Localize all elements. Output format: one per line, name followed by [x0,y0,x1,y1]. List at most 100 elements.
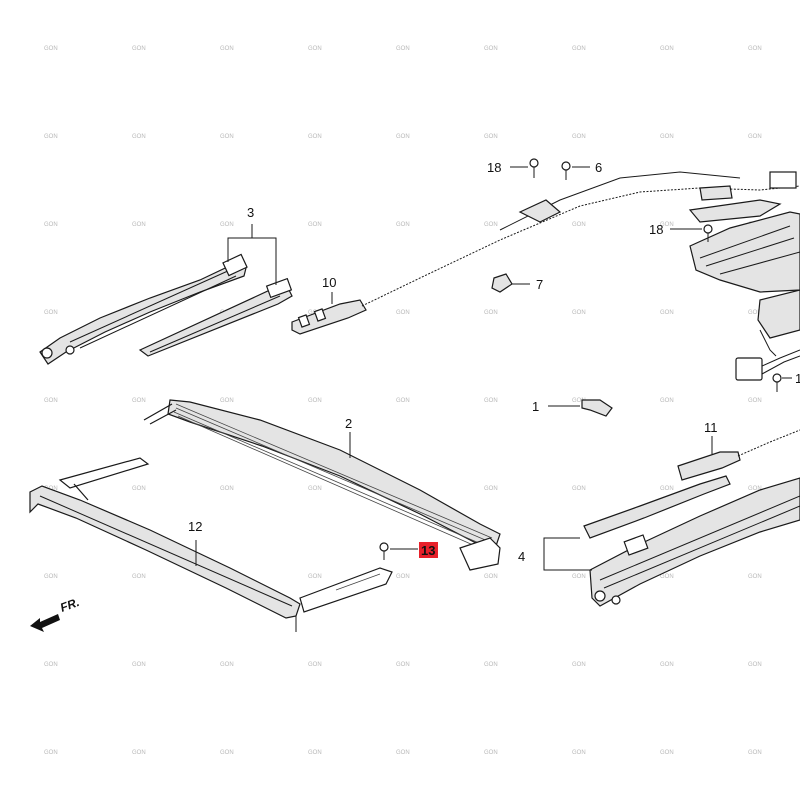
watermark-text: GON [660,310,674,316]
watermark-text: GON [220,750,234,756]
watermark-text: GON [484,662,498,668]
watermark-text: GON [132,46,146,52]
front-direction-arrow [30,614,60,632]
watermark-text: GON [308,398,322,404]
watermark-text: GON [220,398,234,404]
watermark-text: GON [572,398,586,404]
watermark-text: GON [484,486,498,492]
watermark-text: GON [396,750,410,756]
watermark-text: GON [484,222,498,228]
watermark-text: GON [660,398,674,404]
watermark-text: GON [44,46,58,52]
watermark-text: GON [220,486,234,492]
watermark-text: GON [132,486,146,492]
watermark-text: GON [396,574,410,580]
watermark-text: GON [660,134,674,140]
watermark-text: GON [572,486,586,492]
watermark-text: GON [308,662,322,668]
part-7-grommet [491,273,530,293]
part-18-screw-right [670,224,713,242]
part-1-clip [548,399,613,417]
watermark-text: GON [572,662,586,668]
watermark-text: GON [132,574,146,580]
watermark-text: GON [748,134,762,140]
part-18-screw-top [510,158,539,178]
watermark-text: GON [572,574,586,580]
watermark-text: GON [660,574,674,580]
watermark-text: GON [396,662,410,668]
watermark-text: GON [44,222,58,228]
watermark-text: GON [44,134,58,140]
watermark-text: GON [660,750,674,756]
watermark-text: GON [308,46,322,52]
watermark-text: GON [44,398,58,404]
part-label-18-top: 18 [487,160,501,175]
watermark-text: GON [132,750,146,756]
motor-bracket-assembly [688,171,800,392]
part-13-highlight [419,542,438,558]
watermark-text: GON [660,662,674,668]
watermark-text: GON [132,398,146,404]
part-label-18-right: 18 [649,222,663,237]
part-label-7: 7 [536,277,543,292]
watermark-text: GON [748,398,762,404]
watermark-text: GON [44,662,58,668]
watermark-text: GON [308,750,322,756]
front-direction-label: FR. [58,595,81,615]
watermark-text: GON [396,398,410,404]
part-3-guide-rail-assembly [39,224,293,365]
watermark-text: GON [308,486,322,492]
watermark-text: GON [396,222,410,228]
watermark-text: GON [572,310,586,316]
watermark-text: GON [396,310,410,316]
watermark-text: GON [484,310,498,316]
watermark-text: GON [220,222,234,228]
watermark-text: GON [572,750,586,756]
watermark-text: GON [748,662,762,668]
watermark-text: GON [220,46,234,52]
watermark-text: GON [132,662,146,668]
drive-cable [361,171,800,307]
watermark-text: GON [748,574,762,580]
watermark-text: GON [748,46,762,52]
watermark-text: GON [308,222,322,228]
part-4-guide-rail-assembly [543,475,800,607]
part-label-13: 13 [421,543,435,558]
watermark-text: GON [484,574,498,580]
part-13-bolt [379,542,418,560]
watermark-text: GON [44,310,58,316]
part-label-12: 12 [188,519,202,534]
part-label-1: 1 [532,399,539,414]
watermark-text: GON [308,134,322,140]
watermark-text: GON [748,486,762,492]
part-2-wind-deflector [143,399,501,571]
part-10-cable-guide [291,292,367,335]
part-label-4: 4 [518,549,525,564]
watermark-text: GON [660,222,674,228]
watermark-text: GON [572,46,586,52]
watermark-text: GON [44,574,58,580]
watermark-text: GON [748,750,762,756]
part-label-2: 2 [345,416,352,431]
watermark-text: GON [220,134,234,140]
watermark-text: GON [396,134,410,140]
part-label-1-cut: 1 [795,371,800,386]
watermark-text: GON [660,46,674,52]
watermark-text: GON [44,750,58,756]
watermark-text: GON [748,310,762,316]
part-label-6: 6 [595,160,602,175]
watermark-text: GON [308,574,322,580]
watermark-text: GON [396,46,410,52]
watermark-text: GON [220,662,234,668]
part-6-screw [561,161,590,180]
part-11-cable-guide [677,429,800,481]
watermark-text: GON [132,222,146,228]
watermark-text: GON [132,134,146,140]
watermark-layer: GON GON GON GON GON GON GON GON GON GON GON GON GON G… [44,46,762,756]
part-12-rear-frame [29,457,393,632]
part-label-11: 11 [704,420,718,435]
watermark-text: GON [484,398,498,404]
watermark-text: GON [660,486,674,492]
watermark-text: GON [484,134,498,140]
